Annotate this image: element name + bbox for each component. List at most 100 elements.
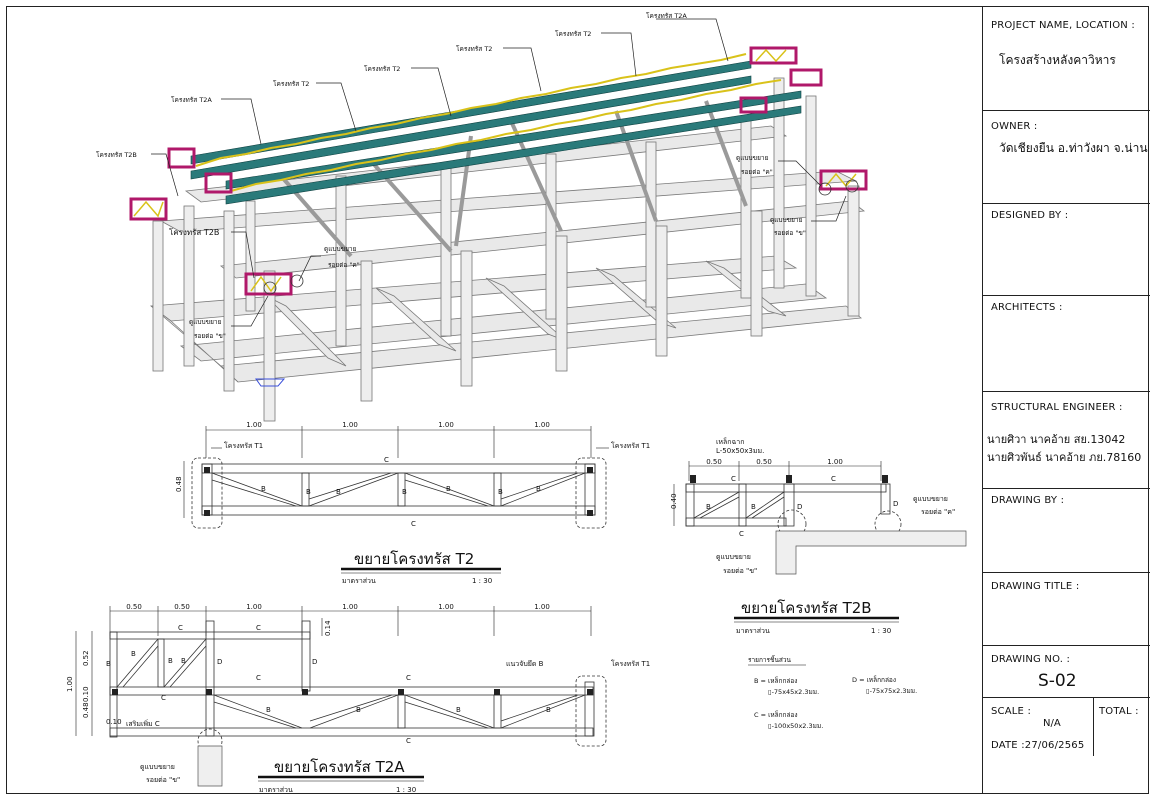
label-t2a-left: โครงทรัส T2A	[171, 96, 212, 104]
t2-b-5: B	[446, 485, 451, 493]
t2a-c-2: C	[256, 624, 261, 632]
label-joint-b2: ดูแบบขยาย	[770, 216, 803, 224]
project-cell: PROJECT NAME, LOCATION : โครงสร้างหลังคา…	[983, 6, 1150, 111]
t2a-joint-b2: รอยต่อ "ข"	[146, 776, 180, 784]
project-value: โครงสร้างหลังคาวิหาร	[999, 53, 1116, 67]
designed-label: DESIGNED BY :	[991, 210, 1069, 221]
label-joint-a2b: รอยต่อ "ค"	[741, 168, 773, 176]
owner-value: วัดเชียงยืน อ.ท่าวังผา จ.น่าน	[999, 141, 1148, 155]
t2-height: 0.48	[175, 476, 183, 492]
label-t2a-top: โครงทรัส T2A	[646, 12, 687, 20]
t2a-b-5: B	[266, 706, 271, 714]
t2b-angle-size: L-50x50x3มม.	[716, 447, 764, 455]
t2a-scale-label: มาตราส่วน	[259, 786, 293, 794]
structural-line2: นายศิวพันธ์ นาคอ้าย ภย.78160	[987, 451, 1142, 464]
t2a-c-1: C	[178, 624, 183, 632]
date-label: DATE :27/06/2565	[991, 740, 1085, 751]
legend-c-label: C = เหล็กกล่อง	[754, 710, 798, 719]
t2a-c-6: C	[406, 737, 411, 745]
t2a-h1: 0.52	[82, 650, 90, 666]
t2b-d-1: D	[797, 503, 802, 511]
label-joint-a1b: รอยต่อ "ค"	[328, 261, 360, 269]
drawing-no-cell: DRAWING NO. : S-02	[983, 646, 1150, 698]
t2a-h2: 0.10	[82, 686, 90, 702]
t2a-h-total: 1.00	[66, 676, 74, 692]
label-t2-4: โครงทรัส T2	[273, 80, 309, 88]
t2-b-1: B	[261, 485, 266, 493]
label-joint-b1: ดูแบบขยาย	[189, 318, 222, 326]
t2b-c-1: C	[731, 475, 736, 483]
t2b-b-1: B	[706, 503, 711, 511]
owner-cell: OWNER : วัดเชียงยืน อ.ท่าวังผา จ.น่าน	[983, 111, 1150, 204]
label-t2b-mid: โครงทรัส T2B	[169, 227, 219, 237]
legend-c-size: ▯-100x50x2.3มม.	[768, 722, 823, 730]
t2-scale: 1 : 30	[472, 577, 492, 585]
t2a-c-3: C	[256, 674, 261, 682]
t2a-t1-right: โครงทรัส T1	[611, 659, 650, 668]
t2-dim-2: 1.00	[342, 421, 358, 429]
t2-scale-label: มาตราส่วน	[342, 577, 376, 585]
t2a-c-4: C	[406, 674, 411, 682]
t2b-joint-a: ดูแบบขยาย	[913, 495, 948, 503]
t2a-c-5: C	[161, 694, 166, 702]
drawing-by-cell: DRAWING BY :	[983, 489, 1150, 573]
t2b-scale: 1 : 30	[871, 627, 891, 635]
owner-label: OWNER :	[991, 121, 1038, 132]
t2b-dim-2: 0.50	[756, 458, 772, 466]
legend-d-size: ▯-75x75x2.3มม.	[866, 687, 917, 695]
t2-t1-left: โครงทรัส T1	[224, 441, 263, 450]
t2b-d-2: D	[893, 500, 898, 508]
t2-title: ขยายโครงทรัส T2	[354, 550, 474, 568]
t2a-title: ขยายโครงทรัส T2A	[274, 758, 405, 776]
label-joint-b1b: รอยต่อ "ข"	[194, 332, 226, 340]
legend-d-label: D = เหล็กกล่อง	[852, 675, 896, 684]
structural-line1: นายศิวา นาคอ้าย สย.13042	[987, 433, 1126, 446]
t2a-h-bot: 0.10	[106, 718, 122, 726]
t2a-b-7: B	[456, 706, 461, 714]
detail-t2a: 0.50 0.50 1.00 1.00 1.00 1.00 0.52 0.10 …	[66, 603, 650, 794]
drawing-no-label: DRAWING NO. :	[991, 654, 1071, 665]
t2a-dim-3: 1.00	[246, 603, 262, 611]
t2a-d-2: D	[312, 658, 317, 666]
t2b-title: ขยายโครงทรัส T2B	[741, 599, 872, 617]
scale-value: N/A	[1043, 718, 1061, 729]
t2b-joint-a2: รอยต่อ "ค"	[921, 508, 955, 516]
t2a-joint-b: ดูแบบขยาย	[140, 763, 175, 771]
t2b-height: 0.40	[670, 493, 678, 509]
t2a-b-4: B	[181, 657, 186, 665]
t2b-c-3: C	[739, 530, 744, 538]
t2-t1-right: โครงทรัส T1	[611, 441, 650, 450]
t2a-dim-1: 0.50	[126, 603, 142, 611]
drawing-title-label: DRAWING TITLE :	[991, 581, 1080, 592]
scale-divider	[1093, 698, 1094, 756]
t2-b-2: B	[306, 488, 311, 496]
t2-c-bot: C	[411, 520, 416, 528]
t2-b-6: B	[498, 488, 503, 496]
drawing-by-label: DRAWING BY :	[991, 495, 1065, 506]
t2b-dim-1: 0.50	[706, 458, 722, 466]
total-label: TOTAL :	[1099, 706, 1139, 717]
label-t2-1: โครงทรัส T2	[555, 30, 591, 38]
t2-b-7: B	[536, 485, 541, 493]
t2-b-4: B	[402, 488, 407, 496]
legend-title: รายการชิ้นส่วน	[748, 655, 791, 664]
t2a-dim-2: 0.50	[174, 603, 190, 611]
scale-date-cell: SCALE : N/A TOTAL : DATE :27/06/2565	[983, 698, 1150, 794]
t2b-angle-label: เหล็กฉาก	[716, 437, 744, 446]
architects-label: ARCHITECTS :	[991, 302, 1063, 313]
architects-cell: ARCHITECTS :	[983, 296, 1150, 392]
t2a-b-6: B	[356, 706, 361, 714]
drawing-title-cell: DRAWING TITLE :	[983, 573, 1150, 646]
t2a-d-1: D	[217, 658, 222, 666]
drawing-no-value: S-02	[1038, 671, 1077, 691]
t2-b-3: B	[336, 488, 341, 496]
t2-dim-1: 1.00	[246, 421, 262, 429]
structural-label: STRUCTURAL ENGINEER :	[991, 402, 1123, 413]
t2-c-top: C	[384, 456, 389, 464]
label-t2-2: โครงทรัส T2	[456, 45, 492, 53]
title-block: PROJECT NAME, LOCATION : โครงสร้างหลังคา…	[982, 6, 1150, 794]
t2b-joint-b2: รอยต่อ "ข"	[723, 567, 757, 575]
t2a-b-8: B	[546, 706, 551, 714]
t2a-b-3: B	[168, 657, 173, 665]
detail-t2b: 0.50 0.50 1.00 0.40 เหล็กฉาก	[670, 437, 967, 635]
